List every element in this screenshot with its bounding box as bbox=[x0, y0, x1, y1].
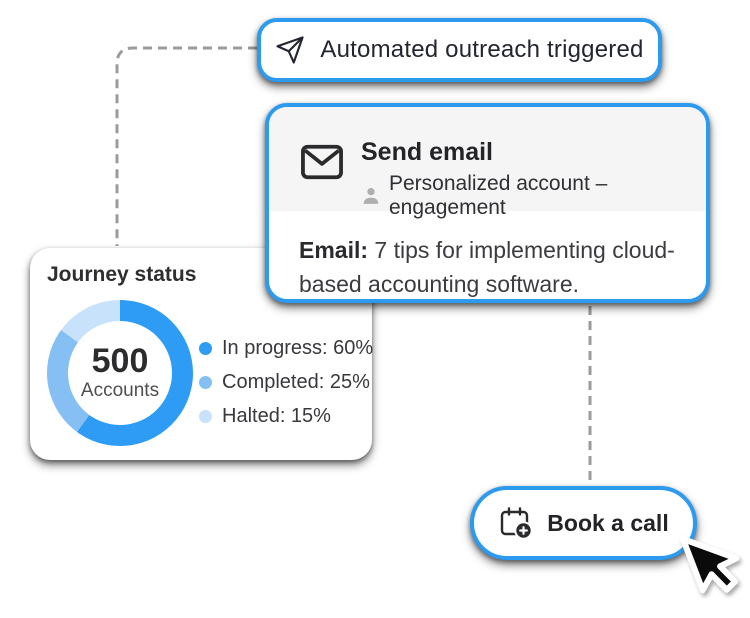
automated-outreach-label: Automated outreach triggered bbox=[320, 36, 644, 63]
book-a-call-button[interactable]: Book a call bbox=[470, 486, 697, 560]
donut-center: 500 Accounts bbox=[68, 321, 172, 425]
legend-label: Completed: 25% bbox=[222, 371, 370, 393]
send-email-text-block: Send email Personalized account – engage… bbox=[361, 139, 682, 220]
legend-item-halted: Halted: 15% bbox=[199, 405, 373, 428]
legend-dot bbox=[199, 342, 212, 355]
legend-dot bbox=[199, 410, 212, 423]
email-audience-label: Personalized account – engagement bbox=[389, 172, 608, 219]
journey-status-title: Journey status bbox=[47, 263, 197, 286]
email-audience-row: Personalized account – engagement bbox=[361, 172, 682, 220]
legend-item-completed: Completed: 25% bbox=[199, 371, 373, 394]
email-subject-text: Email: 7 tips for implementing cloud-bas… bbox=[269, 211, 706, 299]
send-email-card[interactable]: Send email Personalized account – engage… bbox=[265, 103, 710, 303]
donut-legend: In progress: 60% Completed: 25% Halted: … bbox=[199, 337, 373, 428]
accounts-count: 500 bbox=[91, 342, 149, 380]
accounts-label: Accounts bbox=[80, 380, 160, 401]
cursor-pointer-icon bbox=[663, 527, 741, 618]
book-a-call-label: Book a call bbox=[547, 509, 669, 536]
person-icon bbox=[361, 186, 381, 206]
send-icon bbox=[275, 35, 305, 65]
mail-icon bbox=[299, 142, 345, 182]
send-email-title: Send email bbox=[361, 138, 493, 166]
calendar-add-icon bbox=[498, 506, 534, 540]
connector-trigger-to-journey bbox=[115, 46, 257, 246]
legend-label: Halted: 15% bbox=[222, 405, 331, 427]
email-subject-body: 7 tips for implementing cloud-based acco… bbox=[299, 237, 675, 297]
legend-item-in-progress: In progress: 60% bbox=[199, 337, 373, 360]
legend-dot bbox=[199, 376, 212, 389]
legend-label: In progress: 60% bbox=[222, 337, 374, 359]
automated-outreach-pill[interactable]: Automated outreach triggered bbox=[257, 18, 662, 82]
send-email-header: Send email Personalized account – engage… bbox=[269, 107, 706, 219]
email-subject-prefix: Email: bbox=[299, 237, 369, 263]
donut-chart: 500 Accounts bbox=[47, 300, 193, 446]
